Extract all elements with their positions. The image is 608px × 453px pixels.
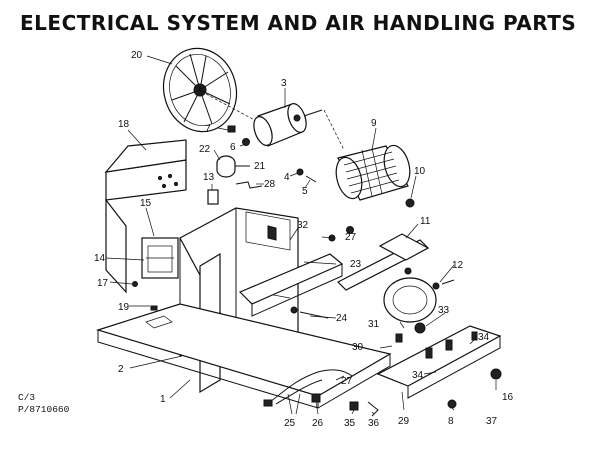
callout-33: 33 xyxy=(438,305,450,316)
screw-12 xyxy=(432,282,440,290)
clip-35 xyxy=(349,401,359,411)
callout-24: 24 xyxy=(336,313,348,324)
callout-34-right: 34 xyxy=(478,332,490,343)
control-plate xyxy=(376,322,502,399)
screw-7 xyxy=(227,125,236,133)
callout-10: 10 xyxy=(414,166,426,177)
leader-lines xyxy=(105,55,497,415)
screw-12a xyxy=(346,226,354,234)
spring-36 xyxy=(367,401,379,417)
connector-26 xyxy=(311,393,321,403)
callout-labels: 20 3 18 7 6 9 10 22 21 4 5 13 28 15 14 1… xyxy=(94,50,514,429)
callout-19: 19 xyxy=(118,302,130,313)
fan-motor xyxy=(253,103,323,147)
callout-23: 23 xyxy=(350,259,362,270)
capacitor xyxy=(216,155,250,178)
screw-5 xyxy=(305,175,317,183)
callout-14: 14 xyxy=(94,253,106,264)
callout-5: 5 xyxy=(302,186,308,197)
callout-22: 22 xyxy=(199,144,211,155)
callout-3: 3 xyxy=(281,78,287,89)
callout-9: 9 xyxy=(371,118,377,129)
callout-36: 36 xyxy=(368,418,380,429)
callout-7: 7 xyxy=(205,124,211,135)
callout-30: 30 xyxy=(352,342,364,353)
wire-harness xyxy=(269,369,353,403)
callout-12: 12 xyxy=(452,260,464,271)
clip-19 xyxy=(150,305,158,311)
orifice-bracket xyxy=(336,233,437,323)
callout-20: 20 xyxy=(131,50,143,61)
callout-29: 29 xyxy=(398,416,410,427)
callout-28: 28 xyxy=(264,179,276,190)
fan-blade-wheel xyxy=(162,47,238,133)
callout-35: 35 xyxy=(344,418,356,429)
callout-8: 8 xyxy=(448,416,454,427)
bracket-28 xyxy=(235,181,263,189)
washer-6 xyxy=(242,138,250,146)
callout-32: 32 xyxy=(297,220,309,231)
blower-nut xyxy=(405,198,415,208)
callout-37: 37 xyxy=(486,416,498,427)
catalog-code-line1: C/3 xyxy=(18,392,35,403)
callout-27-lower: 27 xyxy=(341,376,353,387)
catalog-code-line2: P/8710660 xyxy=(18,404,70,415)
control-panel-shroud xyxy=(104,139,187,294)
diagram-title: ELECTRICAL SYSTEM AND AIR HANDLING PARTS xyxy=(20,11,576,35)
callout-13: 13 xyxy=(203,172,215,183)
callout-34-left: 34 xyxy=(412,370,424,381)
callout-16: 16 xyxy=(502,392,514,403)
callout-6: 6 xyxy=(230,142,236,153)
callout-4: 4 xyxy=(284,172,290,183)
screw-24 xyxy=(290,306,298,314)
callout-2: 2 xyxy=(118,364,124,375)
callout-26: 26 xyxy=(312,418,324,429)
nut-4 xyxy=(296,168,304,176)
switch-13 xyxy=(207,189,219,205)
callout-17: 17 xyxy=(97,278,109,289)
knob-37 xyxy=(490,368,502,380)
callout-1: 1 xyxy=(160,394,166,405)
callout-25: 25 xyxy=(284,418,296,429)
blower-wheel xyxy=(335,144,411,201)
nut-8 xyxy=(447,399,457,409)
callout-21: 21 xyxy=(254,161,266,172)
callout-11: 11 xyxy=(420,216,431,227)
callout-31: 31 xyxy=(368,319,380,330)
callout-18: 18 xyxy=(118,119,130,130)
callout-15: 15 xyxy=(140,198,152,209)
terminal-block xyxy=(141,237,179,279)
callout-27-upper: 27 xyxy=(345,232,357,243)
screw-17 xyxy=(132,281,138,287)
